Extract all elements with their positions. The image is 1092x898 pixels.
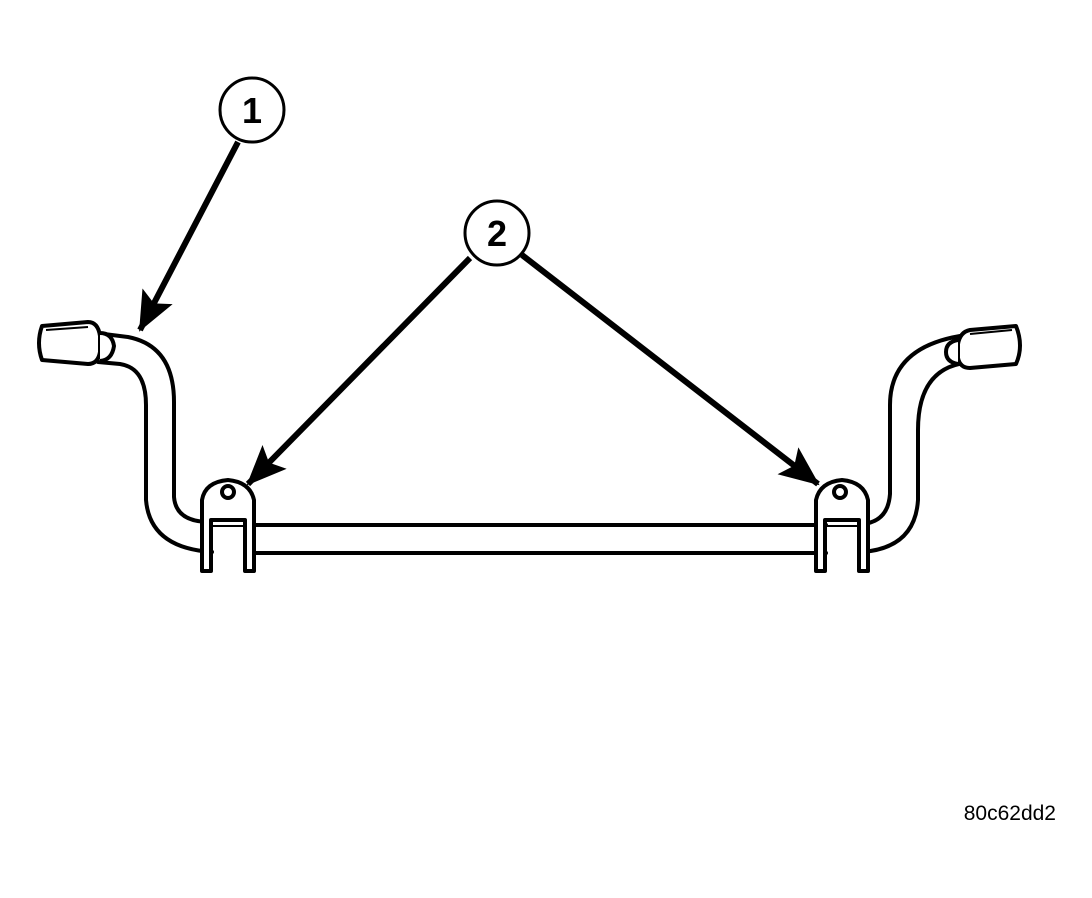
right-mounting-bracket bbox=[814, 478, 870, 573]
bar-left-arm bbox=[94, 331, 212, 524]
callout-1: 1 bbox=[218, 76, 286, 144]
left-end-bushing bbox=[37, 320, 116, 366]
bar-center-section bbox=[244, 523, 828, 555]
leader-arrows bbox=[137, 140, 820, 487]
leader-arrow-2-right bbox=[520, 252, 820, 487]
stabilizer-bar bbox=[94, 330, 998, 555]
right-end-bushing bbox=[944, 324, 1022, 370]
callout-2: 2 bbox=[463, 199, 531, 267]
figure-id-label: 80c62dd2 bbox=[963, 802, 1056, 825]
left-mounting-bracket bbox=[200, 478, 256, 573]
callout-1-number: 1 bbox=[242, 90, 262, 131]
leader-arrow-2-left bbox=[245, 255, 473, 487]
leader-arrow-1 bbox=[137, 140, 241, 332]
bar-right-arm bbox=[860, 358, 998, 554]
callout-2-number: 2 bbox=[487, 213, 507, 254]
